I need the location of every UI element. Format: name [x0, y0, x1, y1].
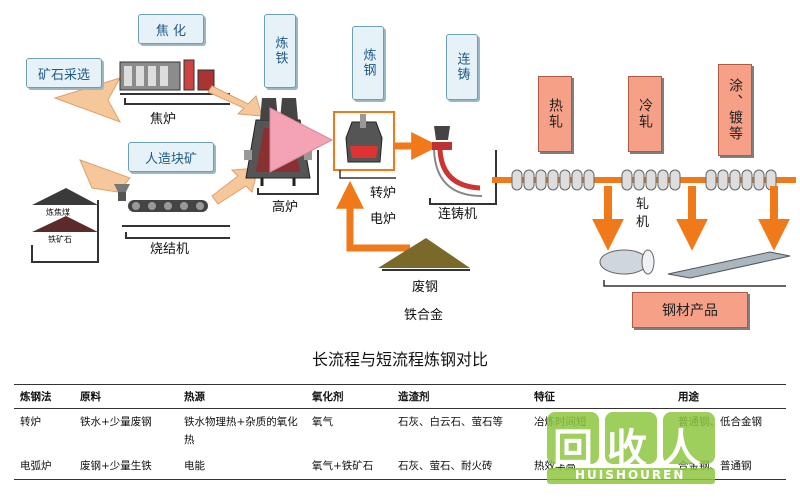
table-cell: 石灰、萤石、耐火砖: [392, 453, 528, 480]
header-raw-material: 原料: [74, 384, 178, 409]
iron-to-converter-arrow: [269, 107, 334, 173]
header-heat-source: 热源: [178, 384, 306, 409]
table-title: 长流程与短流程炼钢对比: [311, 350, 488, 369]
electric-furnace-caption: 电炉: [370, 212, 397, 227]
ferroalloy-caption: 铁合金: [404, 308, 444, 323]
coke-to-furnace-arrow: [207, 85, 263, 117]
steel-plate-illustration: [667, 251, 791, 279]
table-cell: 铁水物理热+杂质的氧化热: [184, 416, 298, 446]
sinter-machine-caption: 烧结机: [150, 242, 190, 257]
table-cell: 石灰、白云石、萤石等: [398, 416, 503, 428]
process-diagram-graphics: [31, 59, 796, 287]
watermark-subtext: HUISHOUREN: [575, 468, 686, 482]
coke-oven-illustration: [119, 59, 230, 105]
steel-products-label: 钢材产品: [632, 292, 748, 328]
table-header-row: 炼钢法 原料 热源 氧化剂 造渣剂 特征 用途: [14, 384, 786, 409]
casting-label: 连铸: [446, 34, 478, 100]
header-method: 炼钢法: [14, 384, 74, 409]
sintering-label: 人造块矿: [128, 142, 214, 172]
rolling-mill-caption: 轧机: [636, 197, 650, 230]
header-slag-agent: 造渣剂: [392, 384, 528, 409]
raw-material-piles: [31, 188, 99, 263]
table-cell: 转炉: [20, 416, 41, 428]
huishouren-watermark: 回收人 HUISHOUREN: [545, 410, 730, 485]
steelmaking-label: 炼钢: [352, 26, 384, 100]
table-cell: 铁水+少量废钢: [80, 416, 152, 428]
blast-furnace-caption: 高炉: [272, 200, 299, 215]
caster-caption: 连铸机: [438, 207, 478, 222]
coke-oven-caption: 焦炉: [150, 112, 177, 127]
header-oxidant: 氧化剂: [306, 384, 392, 409]
watermark-logo: 回收人: [553, 426, 715, 472]
scrap-caption: 废钢: [412, 280, 439, 295]
scrap-pile: [378, 238, 470, 268]
coating-label: 涂、镀等: [718, 64, 752, 156]
table-cell: 氧气: [312, 416, 333, 428]
scrap-to-furnace-arrow: [336, 180, 410, 252]
caster-illustration: [429, 126, 497, 205]
sinter-machine-illustration: [114, 184, 230, 239]
roller-table: [511, 169, 777, 191]
header-usage: 用途: [672, 384, 786, 409]
converter-caption: 转炉: [370, 186, 397, 201]
ironmaking-label: 炼铁: [264, 14, 296, 88]
steel-coil-illustration: [599, 249, 655, 275]
table-cell: 电弧炉: [14, 453, 74, 480]
table-cell: 氧气+铁矿石: [306, 453, 392, 480]
hot-rolling-label: 热轧: [538, 76, 572, 152]
coal-pile-label: 炼焦煤: [46, 208, 70, 217]
table-cell: 电能: [178, 453, 306, 480]
ore-pile-label: 铁矿石: [48, 235, 72, 244]
converter-illustration: [333, 111, 396, 179]
table-cell: 废钢+少量生铁: [74, 453, 178, 480]
coking-label: 焦 化: [138, 14, 204, 44]
cold-rolling-label: 冷轧: [628, 76, 662, 152]
header-feature: 特征: [528, 384, 672, 409]
ore-selection-label: 矿石采选: [26, 58, 102, 88]
